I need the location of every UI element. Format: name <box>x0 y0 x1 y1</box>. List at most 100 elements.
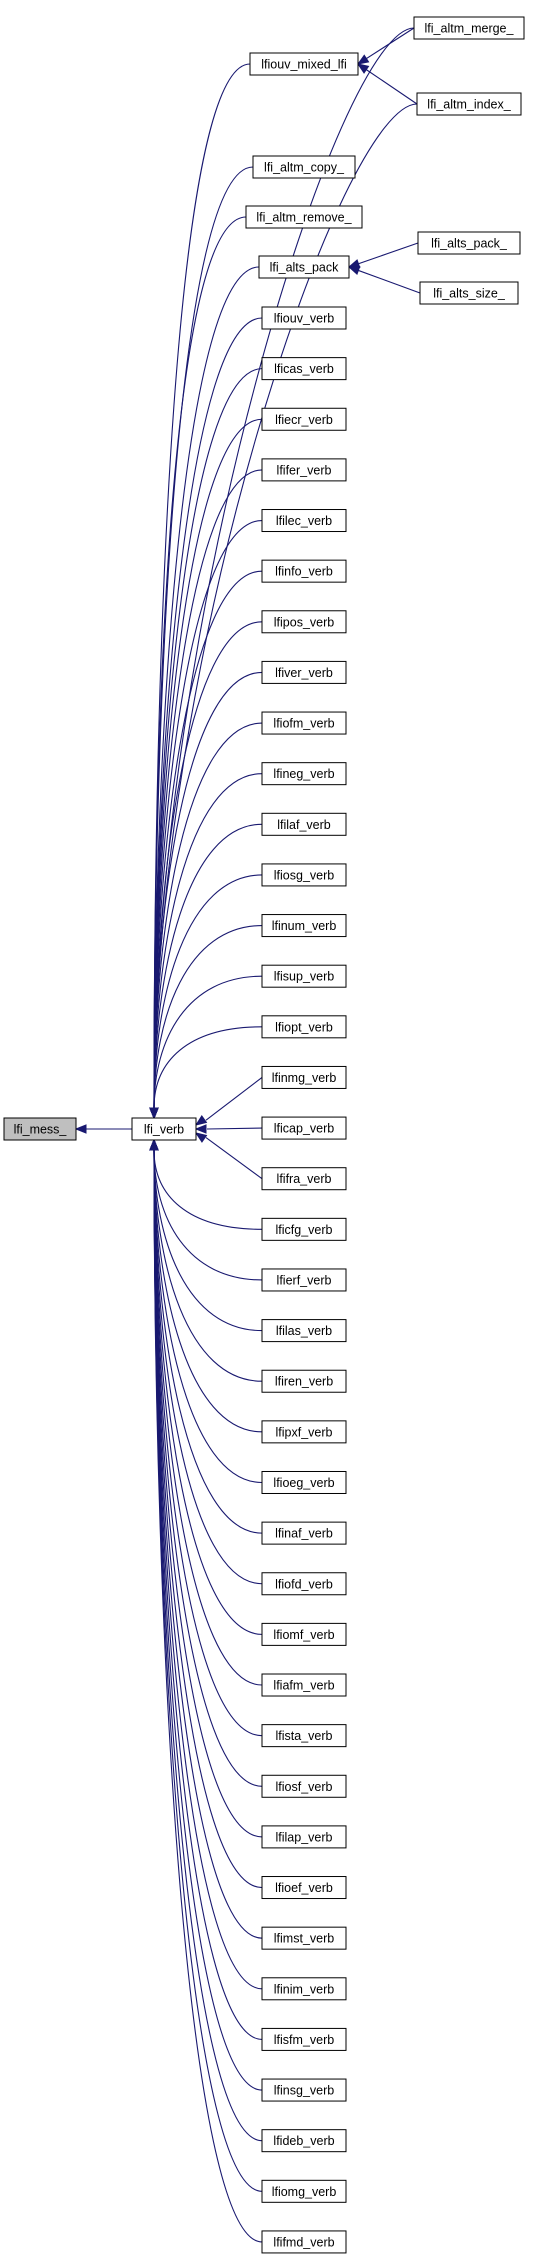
node-lfiver-verb[interactable]: lfiver_verb <box>261 660 347 684</box>
edge-line <box>153 1149 263 2243</box>
node-lfinmg-verb[interactable]: lfinmg_verb <box>261 1065 347 1089</box>
node-label: lfisfm_verb <box>274 2033 334 2047</box>
node-lfilap-verb[interactable]: lfilap_verb <box>261 1825 347 1849</box>
node-lfilec-verb[interactable]: lfilec_verb <box>261 509 347 533</box>
node-lfiofm-verb[interactable]: lfiofm_verb <box>261 711 347 735</box>
node-lfinum-verb[interactable]: lfinum_verb <box>261 914 347 938</box>
node-label: lfiver_verb <box>275 666 333 680</box>
node-box <box>261 357 347 381</box>
edge-lfiomg_verb-to-lfi_verb <box>149 1138 263 2192</box>
node-box <box>261 1673 347 1697</box>
node-box <box>417 231 521 255</box>
node-lfinaf-verb[interactable]: lfinaf_verb <box>261 1521 347 1545</box>
edge-lficas_verb-to-lfi_verb <box>149 368 263 1120</box>
node-label: lfipos_verb <box>274 615 334 629</box>
node-lfi-alts-pack[interactable]: lfi_alts_pack <box>258 255 350 279</box>
node-box <box>261 1876 347 1900</box>
edge-line <box>205 1077 263 1121</box>
node-label: lfiosf_verb <box>276 1780 333 1794</box>
node-lfierf-verb[interactable]: lfierf_verb <box>261 1268 347 1292</box>
node-layer: lfi_mess_ lfi_verb lfiouv_mixed_lfi lfi_alt… <box>3 16 525 2254</box>
node-box <box>261 610 347 634</box>
node-box <box>261 1926 347 1950</box>
node-lficas-verb[interactable]: lficas_verb <box>261 357 347 381</box>
node-lfinfo-verb[interactable]: lfinfo_verb <box>261 559 347 583</box>
node-box <box>261 306 347 330</box>
node-lfinsg-verb[interactable]: lfinsg_verb <box>261 2078 347 2102</box>
node-label: lfinfo_verb <box>275 565 333 579</box>
node-lfiosg-verb[interactable]: lfiosg_verb <box>261 863 347 887</box>
edge-lfisfm_verb-to-lfi_verb <box>149 1138 263 2040</box>
edge-line <box>153 1149 263 1332</box>
node-label: lfi_altm_index_ <box>427 98 511 112</box>
node-box <box>261 1015 347 1039</box>
node-lficfg-verb[interactable]: lficfg_verb <box>261 1217 347 1241</box>
node-lfi-alts-pack-[interactable]: lfi_alts_pack_ <box>417 231 521 255</box>
node-lfioef-verb[interactable]: lfioef_verb <box>261 1876 347 1900</box>
node-label: lfinaf_verb <box>275 1527 333 1541</box>
edge-line <box>153 1149 263 1889</box>
node-label: lfiofd_verb <box>275 1577 333 1591</box>
node-label: lfifra_verb <box>277 1172 332 1186</box>
node-box <box>261 1369 347 1393</box>
node-lfideb-verb[interactable]: lfideb_verb <box>261 2129 347 2153</box>
node-lfilaf-verb[interactable]: lfilaf_verb <box>261 812 347 836</box>
node-lfiomg-verb[interactable]: lfiomg_verb <box>261 2179 347 2203</box>
node-label: lfista_verb <box>276 1729 333 1743</box>
node-lfifmd-verb[interactable]: lfifmd_verb <box>261 2230 347 2254</box>
node-label: lfinsg_verb <box>274 2084 334 2098</box>
node-lfimst-verb[interactable]: lfimst_verb <box>261 1926 347 1950</box>
node-lfinim-verb[interactable]: lfinim_verb <box>261 1977 347 2001</box>
node-lfista-verb[interactable]: lfista_verb <box>261 1724 347 1748</box>
node-box <box>249 52 359 76</box>
edge-layer <box>74 27 421 2243</box>
edge-line <box>366 27 415 60</box>
edge-lfiouv_verb-to-lfi_verb <box>149 317 263 1120</box>
node-lfi-altm-copy[interactable]: lfi_altm_copy_ <box>252 155 356 179</box>
node-box <box>261 1774 347 1798</box>
node-label: lfi_altm_merge_ <box>425 22 515 36</box>
node-lfiopt-verb[interactable]: lfiopt_verb <box>261 1015 347 1039</box>
node-lfi-alts-size[interactable]: lfi_alts_size_ <box>419 281 519 305</box>
node-lfipos-verb[interactable]: lfipos_verb <box>261 610 347 634</box>
node-lfisfm-verb[interactable]: lfisfm_verb <box>261 2027 347 2051</box>
node-lfineg-verb[interactable]: lfineg_verb <box>261 762 347 786</box>
node-lfifer-verb[interactable]: lfifer_verb <box>261 458 347 482</box>
node-lfioeg-verb[interactable]: lfioeg_verb <box>261 1470 347 1494</box>
node-lfi-altm-remove[interactable]: lfi_altm_remove_ <box>245 205 363 229</box>
edge-lfiopt_verb-to-lfi_verb <box>149 1026 263 1120</box>
node-label: lficap_verb <box>274 1122 334 1136</box>
node-lfi-mess[interactable]: lfi_mess_ <box>3 1117 77 1141</box>
node-lfiecr-verb[interactable]: lfiecr_verb <box>261 407 347 431</box>
node-lfisup-verb[interactable]: lfisup_verb <box>261 964 347 988</box>
node-label: lfisup_verb <box>274 970 334 984</box>
node-lfifra-verb[interactable]: lfifra_verb <box>261 1167 347 1191</box>
node-label: lfinum_verb <box>272 919 337 933</box>
node-lfi-altm-merge[interactable]: lfi_altm_merge_ <box>413 16 525 40</box>
edge-line <box>153 1026 263 1109</box>
node-lfipxf-verb[interactable]: lfipxf_verb <box>261 1420 347 1444</box>
node-lfiafm-verb[interactable]: lfiafm_verb <box>261 1673 347 1697</box>
node-lfiren-verb[interactable]: lfiren_verb <box>261 1369 347 1393</box>
node-lfiosf-verb[interactable]: lfiosf_verb <box>261 1774 347 1798</box>
edge-lfi_alts_pack_-to-lfi_alts_pack <box>347 242 419 269</box>
edge-line <box>153 266 260 1109</box>
node-lfiomf-verb[interactable]: lfiomf_verb <box>261 1622 347 1646</box>
edge-lfilas_verb-to-lfi_verb <box>149 1138 263 1332</box>
node-lfi-verb[interactable]: lfi_verb <box>131 1117 197 1141</box>
node-box <box>261 660 347 684</box>
node-box <box>261 1470 347 1494</box>
node-label: lfideb_verb <box>273 2134 334 2148</box>
node-lfi-altm-index[interactable]: lfi_altm_index_ <box>416 92 522 116</box>
node-lfiouv-verb[interactable]: lfiouv_verb <box>261 306 347 330</box>
edge-line <box>365 69 418 105</box>
node-lfiofd-verb[interactable]: lfiofd_verb <box>261 1572 347 1596</box>
node-label: lfilap_verb <box>276 1830 333 1844</box>
node-box <box>261 458 347 482</box>
node-lfilas-verb[interactable]: lfilas_verb <box>261 1319 347 1343</box>
node-label: lficas_verb <box>274 362 334 376</box>
edge-arrowhead <box>356 63 370 74</box>
node-lfiouv-mixed-lfi[interactable]: lfiouv_mixed_lfi <box>249 52 359 76</box>
edge-line <box>153 671 263 1109</box>
node-lficap-verb[interactable]: lficap_verb <box>261 1116 347 1140</box>
